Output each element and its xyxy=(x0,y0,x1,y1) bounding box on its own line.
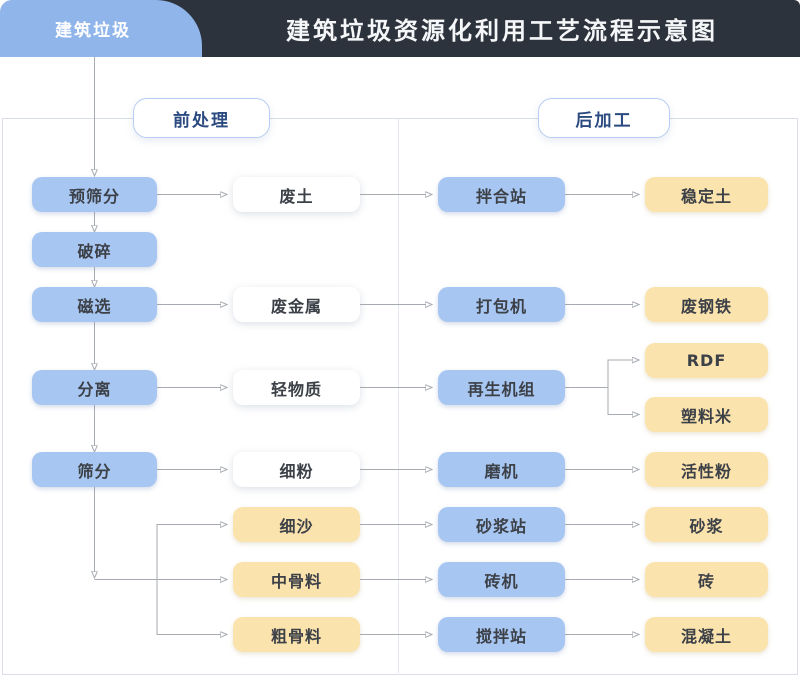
section-label-pre-processing: 前处理 xyxy=(133,98,270,138)
node-mortar-station: 砂浆站 xyxy=(438,507,565,542)
arrow-regeneration-to-rdf xyxy=(607,360,633,388)
node-separation: 分离 xyxy=(32,370,157,405)
header-bar xyxy=(96,0,800,57)
node-light-material: 轻物质 xyxy=(233,370,360,405)
node-rdf: RDF xyxy=(645,343,768,378)
section-label-post-processing: 后加工 xyxy=(538,98,670,138)
node-screening: 筛分 xyxy=(32,452,157,487)
source-tab-construction-waste: 建筑垃圾 xyxy=(0,0,202,57)
node-medium-aggregate: 中骨料 xyxy=(233,562,360,597)
arrow-screening-to-coarse-aggregate xyxy=(156,579,221,635)
node-mortar: 砂浆 xyxy=(645,507,768,542)
section-divider-line xyxy=(398,119,399,673)
arrow-regeneration-to-plastic-pellets xyxy=(607,387,633,415)
node-fine-sand: 细沙 xyxy=(233,507,360,542)
node-crushing: 破碎 xyxy=(32,232,157,267)
node-coarse-aggregate: 粗骨料 xyxy=(233,617,360,652)
node-mixing-station: 拌合站 xyxy=(438,177,565,212)
node-pre-screening: 预筛分 xyxy=(32,177,157,212)
node-active-powder: 活性粉 xyxy=(645,452,768,487)
node-magnetic-separation: 磁选 xyxy=(32,287,157,322)
node-regeneration-unit: 再生机组 xyxy=(438,370,565,405)
node-brick: 砖 xyxy=(645,562,768,597)
node-mill: 磨机 xyxy=(438,452,565,487)
node-concrete-station: 搅拌站 xyxy=(438,617,565,652)
page-title: 建筑垃圾资源化利用工艺流程示意图 xyxy=(286,17,718,45)
arrow-screening-to-fine-sand xyxy=(156,525,221,580)
node-baler: 打包机 xyxy=(438,287,565,322)
node-stabilized-soil: 稳定土 xyxy=(645,177,768,212)
node-concrete: 混凝土 xyxy=(645,617,768,652)
node-waste-metal: 废金属 xyxy=(233,287,360,322)
node-brick-machine: 砖机 xyxy=(438,562,565,597)
node-waste-soil: 废土 xyxy=(233,177,360,212)
node-fine-powder: 细粉 xyxy=(233,452,360,487)
node-plastic-pellets: 塑料米 xyxy=(645,397,768,432)
node-scrap-steel: 废钢铁 xyxy=(645,287,768,322)
